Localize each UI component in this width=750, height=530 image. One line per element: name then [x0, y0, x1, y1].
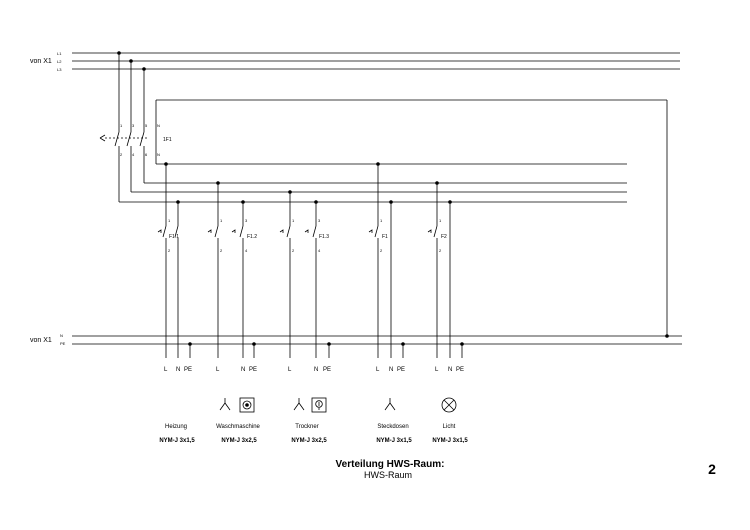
svg-text:N: N	[389, 367, 393, 373]
breaker-tag-f1-1: F1.1	[169, 234, 179, 240]
cable-heizung: NYM-J 3x1,5	[159, 438, 195, 444]
lamp-icon	[441, 397, 457, 413]
main-switch-1f1: 1 3 5 N 2 4 6 N 1F1	[99, 53, 669, 338]
load-name-steckdosen: Steckdosen	[377, 424, 408, 430]
main-switch-tag: 1F1	[163, 137, 172, 143]
svg-text:PE: PE	[323, 367, 331, 373]
svg-text:N: N	[241, 367, 245, 373]
svg-text:2: 2	[292, 248, 295, 253]
drawing-subtitle: HWS-Raum	[364, 470, 412, 480]
svg-text:PE: PE	[397, 367, 405, 373]
cable-trockner: NYM-J 3x2,5	[291, 438, 327, 444]
source-label-top: von X1	[30, 58, 52, 65]
svg-text:6: 6	[145, 152, 148, 157]
svg-text:PE: PE	[184, 367, 192, 373]
distribution-rails	[118, 157, 627, 204]
socket-icon	[384, 398, 396, 411]
breaker-f1-3: 1 3 2 4 F1.3	[279, 192, 331, 358]
load-name-heizung: Heizung	[165, 424, 187, 430]
svg-text:4: 4	[318, 248, 321, 253]
svg-text:N: N	[448, 367, 452, 373]
svg-text:PE: PE	[249, 367, 257, 373]
svg-text:PE: PE	[456, 367, 464, 373]
svg-text:1: 1	[120, 123, 123, 128]
svg-text:L: L	[435, 367, 439, 373]
breaker-f2: 1 2 F2	[427, 183, 464, 358]
svg-text:2: 2	[120, 152, 123, 157]
dryer-socket-icon	[293, 397, 327, 413]
breaker-f1-1: 1 2 F1.1	[157, 164, 192, 358]
load-name-trockner: Trockner	[295, 424, 318, 430]
load-name-waschmaschine: Waschmaschine	[216, 424, 260, 430]
line-label-l3: L3	[57, 67, 62, 72]
cable-steckdosen: NYM-J 3x1,5	[376, 438, 412, 444]
svg-text:4: 4	[245, 248, 248, 253]
source-label-bottom: von X1	[30, 337, 52, 344]
drawing-title: Verteilung HWS-Raum:	[336, 459, 445, 470]
svg-text:N: N	[176, 367, 180, 373]
bottom-rails: von X1 N PE	[30, 333, 682, 346]
svg-text:L: L	[216, 367, 220, 373]
svg-text:N: N	[314, 367, 318, 373]
svg-text:5: 5	[145, 123, 148, 128]
svg-text:1: 1	[380, 218, 383, 223]
svg-text:N: N	[157, 152, 160, 157]
load-names: Heizung Waschmaschine Trockner Steckdose…	[165, 424, 456, 430]
breaker-tag-f2: F2	[441, 234, 447, 240]
svg-text:L: L	[288, 367, 292, 373]
washer-socket-icon	[219, 397, 255, 413]
cable-specs: NYM-J 3x1,5 NYM-J 3x2,5 NYM-J 3x2,5 NYM-…	[159, 438, 468, 444]
svg-text:1: 1	[292, 218, 295, 223]
line-label-l1: L1	[57, 51, 62, 56]
svg-text:1: 1	[439, 218, 442, 223]
breaker-tag-f1: F1	[382, 234, 388, 240]
svg-text:L: L	[164, 367, 168, 373]
breaker-f1-2: 1 3 2 4 F1.2	[207, 183, 257, 358]
svg-text:2: 2	[439, 248, 442, 253]
title-block: Verteilung HWS-Raum: HWS-Raum 2	[336, 459, 717, 480]
svg-text:2: 2	[168, 248, 171, 253]
svg-text:3: 3	[132, 123, 135, 128]
cable-licht: NYM-J 3x1,5	[432, 438, 468, 444]
breaker-tag-f1-3: F1.3	[319, 234, 329, 240]
line-label-n: N	[60, 333, 63, 338]
page-number: 2	[708, 461, 716, 477]
incoming-busbars: von X1 L1 L2 L3	[30, 51, 680, 72]
svg-text:1: 1	[220, 218, 223, 223]
svg-text:3: 3	[318, 218, 321, 223]
svg-text:2: 2	[220, 248, 223, 253]
svg-text:3: 3	[245, 218, 248, 223]
svg-text:N: N	[157, 123, 160, 128]
svg-text:4: 4	[132, 152, 135, 157]
svg-text:1: 1	[168, 218, 171, 223]
line-label-pe: PE	[60, 341, 66, 346]
breaker-f1: 1 2 F1	[368, 164, 405, 358]
svg-text:L: L	[376, 367, 380, 373]
cable-waschmaschine: NYM-J 3x2,5	[221, 438, 257, 444]
terminal-labels: L N PE L N PE L N PE L N PE L N PE	[164, 367, 464, 373]
line-label-l2: L2	[57, 59, 62, 64]
load-name-licht: Licht	[443, 424, 456, 430]
svg-text:2: 2	[380, 248, 383, 253]
breaker-tag-f1-2: F1.2	[247, 234, 257, 240]
